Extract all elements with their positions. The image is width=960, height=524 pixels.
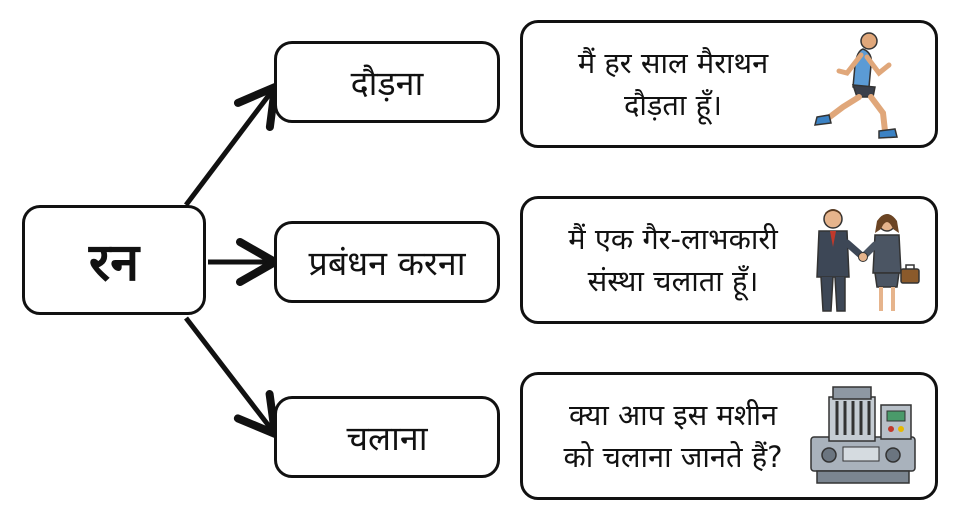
example-3-line-2: को चलाना जानते हैं? xyxy=(563,440,783,474)
arrow-to-meaning-3 xyxy=(184,316,280,438)
example-1-line-2: दौड़ता हूँ। xyxy=(623,88,723,122)
example-3-line-1: क्या आप इस मशीन xyxy=(568,397,778,432)
meaning-label-1: दौड़ना xyxy=(350,64,424,104)
arrow-to-meaning-1 xyxy=(184,83,280,207)
handshake-icon xyxy=(816,209,920,312)
example-box-1: मैं हर साल मैराथन दौड़ता हूँ। xyxy=(520,20,938,148)
example-2-line-2: संस्था चलाता हूँ। xyxy=(587,264,759,298)
example-sentence-1: मैं हर साल मैराथन दौड़ता हूँ। xyxy=(543,42,803,126)
machine-icon xyxy=(810,386,916,484)
example-box-3: क्या आप इस मशीन को चलाना जानते हैं? xyxy=(520,372,938,500)
root-word-box: रन xyxy=(22,205,206,315)
meaning-box-1: दौड़ना xyxy=(274,41,500,123)
example-1-line-1: मैं हर साल मैराथन xyxy=(577,45,769,80)
meaning-label-3: चलाना xyxy=(346,419,428,459)
root-word: रन xyxy=(88,232,140,293)
meaning-box-3: चलाना xyxy=(274,396,500,478)
meaning-box-2: प्रबंधन करना xyxy=(274,221,500,303)
example-sentence-3: क्या आप इस मशीन को चलाना जानते हैं? xyxy=(543,394,803,478)
runner-icon xyxy=(814,32,898,139)
example-2-line-1: मैं एक गैर-लाभकारी xyxy=(568,221,778,256)
meaning-label-2: प्रबंधन करना xyxy=(308,244,466,284)
example-box-2: मैं एक गैर-लाभकारी संस्था चलाता हूँ। xyxy=(520,196,938,324)
example-sentence-2: मैं एक गैर-लाभकारी संस्था चलाता हूँ। xyxy=(543,218,803,302)
